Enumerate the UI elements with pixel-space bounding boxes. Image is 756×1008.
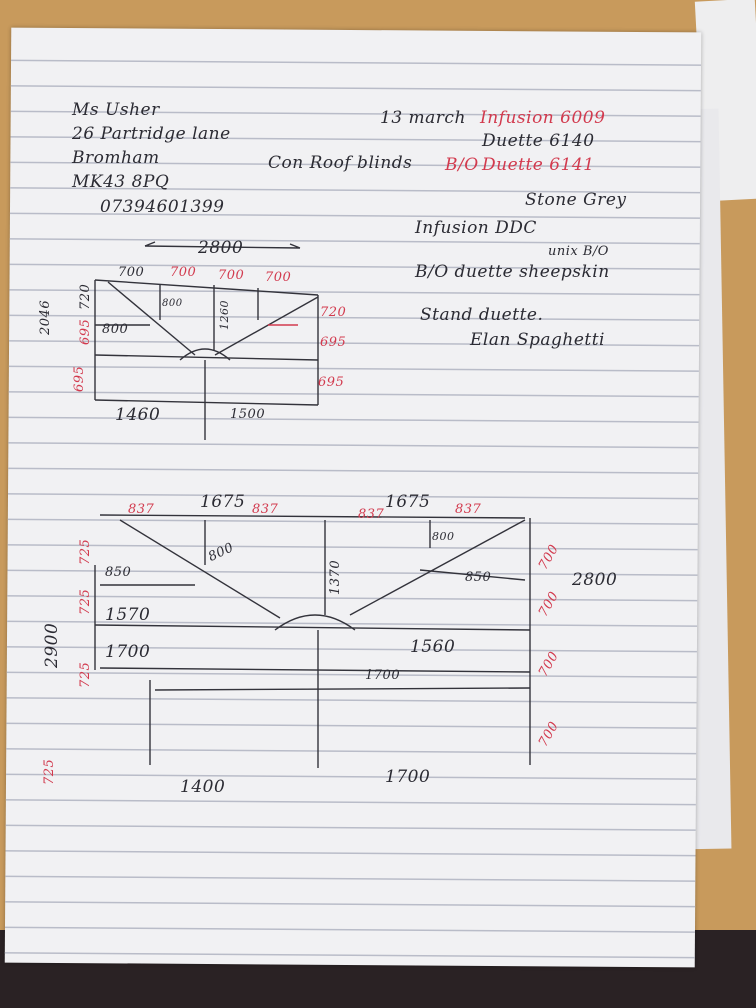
product-6-note: unix B/O	[548, 244, 609, 259]
diagram-1-lines	[94, 241, 319, 440]
d1-left-2: 695	[72, 365, 87, 392]
d1-right-2: 695	[318, 375, 345, 390]
d1-top-0: 700	[118, 265, 145, 280]
d2-left-2: 725	[78, 661, 93, 688]
product-3-prefix: B/O	[445, 155, 479, 175]
product-6: B/O duette sheepskin	[415, 262, 610, 282]
d2-left-height: 2900	[42, 622, 62, 668]
d2-inner-7: 1700	[105, 642, 151, 662]
product-3: Duette 6141	[482, 155, 595, 175]
d2-top-half-0: 1675	[200, 492, 246, 512]
d1-bottom-right: 1500	[230, 407, 266, 422]
job-date: 13 march	[380, 108, 466, 128]
d2-top-2: 837	[358, 507, 385, 522]
d2-left-1: 725	[78, 588, 93, 615]
d1-inner-2: 1260	[218, 300, 231, 330]
d2-left-0: 725	[78, 538, 93, 565]
d1-left-height: 2046	[38, 299, 53, 335]
customer-town: Bromham	[72, 148, 160, 168]
product-1-name: Infusion 6009	[480, 108, 606, 128]
d2-top-half-1: 1675	[385, 492, 431, 512]
d1-left-1: 695	[78, 318, 93, 345]
d2-inner-8: 1700	[365, 668, 401, 683]
d1-width: 2800	[198, 238, 244, 258]
d2-inner-4: 850	[465, 570, 492, 585]
customer-postcode: MK43 8PQ	[72, 172, 170, 192]
d2-inner-5: 1570	[105, 605, 151, 625]
customer-phone: 07394601399	[100, 197, 225, 217]
product-2: Duette 6140	[482, 131, 595, 151]
d2-inner-0: 850	[105, 565, 132, 580]
d2-right-height: 2800	[572, 570, 618, 590]
product-7: Stand duette.	[420, 305, 544, 325]
d2-inner-3: 800	[432, 530, 455, 543]
diagram-2-lines	[94, 514, 531, 768]
job-title: Con Roof blinds	[268, 153, 413, 173]
d2-left-3: 725	[42, 758, 57, 785]
d2-inner-6: 1560	[410, 637, 456, 657]
d2-inner-2: 1370	[328, 559, 343, 595]
customer-street: 26 Partridge lane	[72, 124, 231, 144]
product-colour: Stone Grey	[525, 190, 627, 210]
d1-right-0: 720	[320, 305, 347, 320]
d2-bottom-left: 1400	[180, 777, 226, 797]
d2-top-0: 837	[128, 502, 155, 517]
d1-inner-1: 800	[162, 298, 183, 309]
d1-top-1: 700	[170, 265, 197, 280]
d1-right-1: 695	[320, 335, 347, 350]
d2-top-1: 837	[252, 502, 279, 517]
d1-top-3: 700	[265, 270, 292, 285]
d1-inner-0: 800	[102, 322, 129, 337]
d1-left-0: 720	[78, 283, 93, 310]
d1-top-2: 700	[218, 268, 245, 283]
d2-top-3: 837	[455, 502, 482, 517]
customer-name: Ms Usher	[72, 100, 160, 120]
product-8: Elan Spaghetti	[470, 330, 605, 350]
d2-bottom-right: 1700	[385, 767, 431, 787]
d1-bottom-left: 1460	[115, 405, 161, 425]
product-1: Infusion 6009	[480, 108, 605, 128]
product-5: Infusion DDC	[415, 218, 537, 238]
